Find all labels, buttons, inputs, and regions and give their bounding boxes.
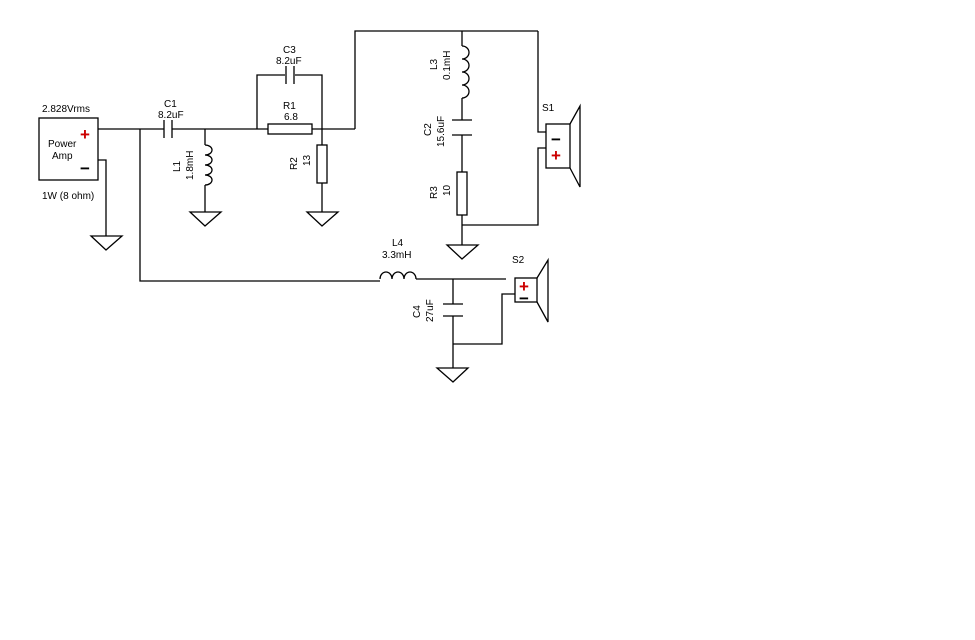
power-amp: 2.828Vrms Power Amp + − 1W (8 ohm) [38, 104, 99, 202]
power-amp-box [38, 117, 99, 181]
inductor-l4: L4 3.3mH [379, 238, 417, 280]
resistor-r1-body [267, 123, 313, 135]
s1-name-label: S1 [542, 103, 555, 114]
ground-icon [89, 235, 124, 251]
r3-value-label: 10 [442, 184, 453, 196]
inductor-l3: L3 0.1mH [429, 45, 470, 99]
resistor-r1: R1 6.8 [267, 101, 313, 135]
resistor-r3-body [456, 171, 468, 216]
l1-name-label: L1 [172, 160, 183, 172]
ground-icon [445, 244, 480, 260]
source-power-label: 1W (8 ohm) [42, 191, 94, 202]
wires [98, 30, 546, 366]
inductor-l1-coil [204, 144, 213, 186]
source-voltage-label: 2.828Vrms [42, 104, 90, 115]
ground-icon [435, 367, 470, 383]
s1-plus-sign: + [551, 146, 561, 165]
ground-icon [305, 211, 340, 227]
grounds [89, 210, 480, 383]
l4-value-label: 3.3mH [382, 250, 411, 261]
s2-name-label: S2 [512, 255, 525, 266]
l1-value-label: 1.8mH [185, 151, 196, 180]
c4-name-label: C4 [412, 305, 423, 318]
speaker-s2-cone [536, 257, 549, 323]
capacitor-c3: C3 8.2uF [276, 45, 302, 84]
power-amp-label-1: Power [48, 139, 77, 150]
r3-name-label: R3 [429, 186, 440, 199]
s2-minus-sign: − [519, 289, 529, 308]
speaker-s1: − + S1 [542, 103, 581, 188]
speaker-s2-magnet [514, 277, 538, 303]
capacitor-c1-symbol [163, 120, 173, 138]
speaker-s1-cone [569, 103, 581, 188]
c4-value-label: 27uF [425, 299, 436, 322]
l3-value-label: 0.1mH [442, 51, 453, 80]
ground-icon [188, 211, 223, 227]
speaker-s1-magnet [545, 123, 571, 169]
r2-name-label: R2 [289, 157, 300, 170]
capacitor-c2: C2 15.6uF [423, 116, 472, 147]
resistor-r3: R3 10 [429, 171, 468, 216]
c2-value-label: 15.6uF [436, 116, 447, 147]
s1-minus-sign: − [551, 130, 561, 149]
amp-plus-sign: + [80, 125, 90, 144]
resistor-r2-body [316, 144, 328, 184]
c1-value-label: 8.2uF [158, 110, 184, 121]
inductor-l1: L1 1.8mH [172, 144, 213, 186]
c1-name-label: C1 [164, 99, 177, 110]
capacitor-c3-symbol [285, 66, 295, 84]
l3-name-label: L3 [429, 58, 440, 70]
c3-name-label: C3 [283, 45, 296, 56]
r1-value-label: 6.8 [284, 112, 298, 123]
capacitor-c1: C1 8.2uF [158, 99, 184, 138]
r1-name-label: R1 [283, 101, 296, 112]
l4-name-label: L4 [392, 238, 404, 249]
s2-plus-sign: + [519, 277, 529, 296]
capacitor-c4: C4 27uF [412, 299, 463, 322]
capacitor-c2-symbol [452, 119, 472, 136]
c3-value-label: 8.2uF [276, 56, 302, 67]
r2-value-label: 13 [302, 154, 313, 166]
c2-name-label: C2 [423, 123, 434, 136]
amp-minus-sign: − [80, 159, 90, 178]
inductor-l4-coil [379, 271, 417, 280]
resistor-r2: R2 13 [289, 144, 328, 184]
power-amp-label-2: Amp [52, 151, 73, 162]
inductor-l3-coil [461, 45, 470, 99]
speaker-s2: + − S2 [512, 255, 549, 323]
capacitor-c4-symbol [443, 303, 463, 317]
